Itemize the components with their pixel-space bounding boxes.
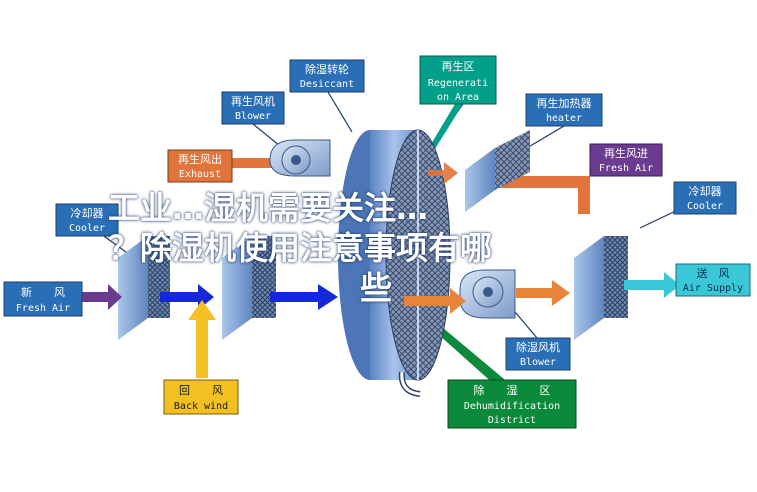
label-cooler-left-en: Cooler [69, 223, 105, 234]
label-desiccant-en: Desiccant [300, 79, 354, 90]
label-regen-fresh: 再生风进 Fresh Air [589, 143, 663, 177]
label-fresh-air-cn: 新 风 [21, 285, 65, 299]
label-regen-fresh-cn: 再生风进 [604, 146, 648, 160]
label-dehum-blower-cn: 除湿风机 [516, 340, 560, 354]
label-regen-area-cn: 再生区 [442, 59, 475, 73]
label-desiccant: 除湿转轮 Desiccant [289, 59, 365, 93]
label-cooler-right-cn: 冷却器 [689, 185, 722, 198]
label-cooler-left: 冷却器 Cooler [55, 203, 119, 237]
label-air-supply: 送 风 Air Supply [675, 263, 751, 297]
label-back-wind-cn: 回 风 [179, 384, 223, 397]
desiccant-wheel [338, 129, 451, 397]
label-regen-blower-en: Blower [235, 111, 271, 122]
label-dehum-district-en2: District [488, 415, 536, 426]
label-regen-blower: 再生风机 Blower [221, 91, 285, 125]
coil-middle-unit [222, 236, 276, 340]
dehum-blower-unit [459, 269, 516, 319]
label-desiccant-cn: 除湿转轮 [305, 62, 349, 76]
regen-heater-unit [465, 130, 530, 212]
label-dehum-blower-en: Blower [520, 357, 556, 368]
label-regen-heater-cn: 再生加热器 [537, 96, 592, 110]
label-cooler-right: 冷却器 Cooler [673, 181, 737, 215]
label-cooler-right-en: Cooler [687, 201, 723, 212]
label-back-wind: 回 风 Back wind [163, 379, 239, 415]
label-dehum-district-en1: Dehumidification [464, 401, 560, 412]
label-back-wind-en: Back wind [174, 401, 228, 412]
regen-blower-unit [269, 139, 331, 177]
label-regen-exhaust-cn: 再生风出 [178, 152, 222, 166]
label-fresh-air: 新 风 Fresh Air [3, 281, 83, 317]
label-air-supply-cn: 送 风 [697, 266, 730, 280]
label-regen-exhaust-en: Exhaust [179, 169, 221, 180]
label-air-supply-en: Air Supply [683, 283, 743, 294]
label-dehum-blower: 除湿风机 Blower [505, 337, 571, 371]
label-cooler-left-cn: 冷却器 [71, 207, 104, 220]
label-dehum-district-cn: 除 湿 区 [474, 383, 551, 397]
label-regen-area-en1: Regenerati [428, 78, 488, 89]
label-regen-heater: 再生加热器 heater [525, 93, 603, 127]
label-fresh-air-en: Fresh Air [16, 303, 70, 314]
cooler-right-unit [574, 236, 628, 340]
label-dehum-district: 除 湿 区 Dehumidification District [447, 379, 577, 429]
label-regen-blower-cn: 再生风机 [231, 94, 275, 108]
label-regen-exhaust: 再生风出 Exhaust [167, 149, 233, 183]
label-regen-area-en2: on Area [437, 92, 479, 103]
label-regen-heater-en: heater [546, 113, 582, 124]
process-airflow [66, 162, 680, 378]
label-regen-fresh-en: Fresh Air [599, 163, 653, 174]
label-regen-area: 再生区 Regenerati on Area [419, 55, 497, 105]
